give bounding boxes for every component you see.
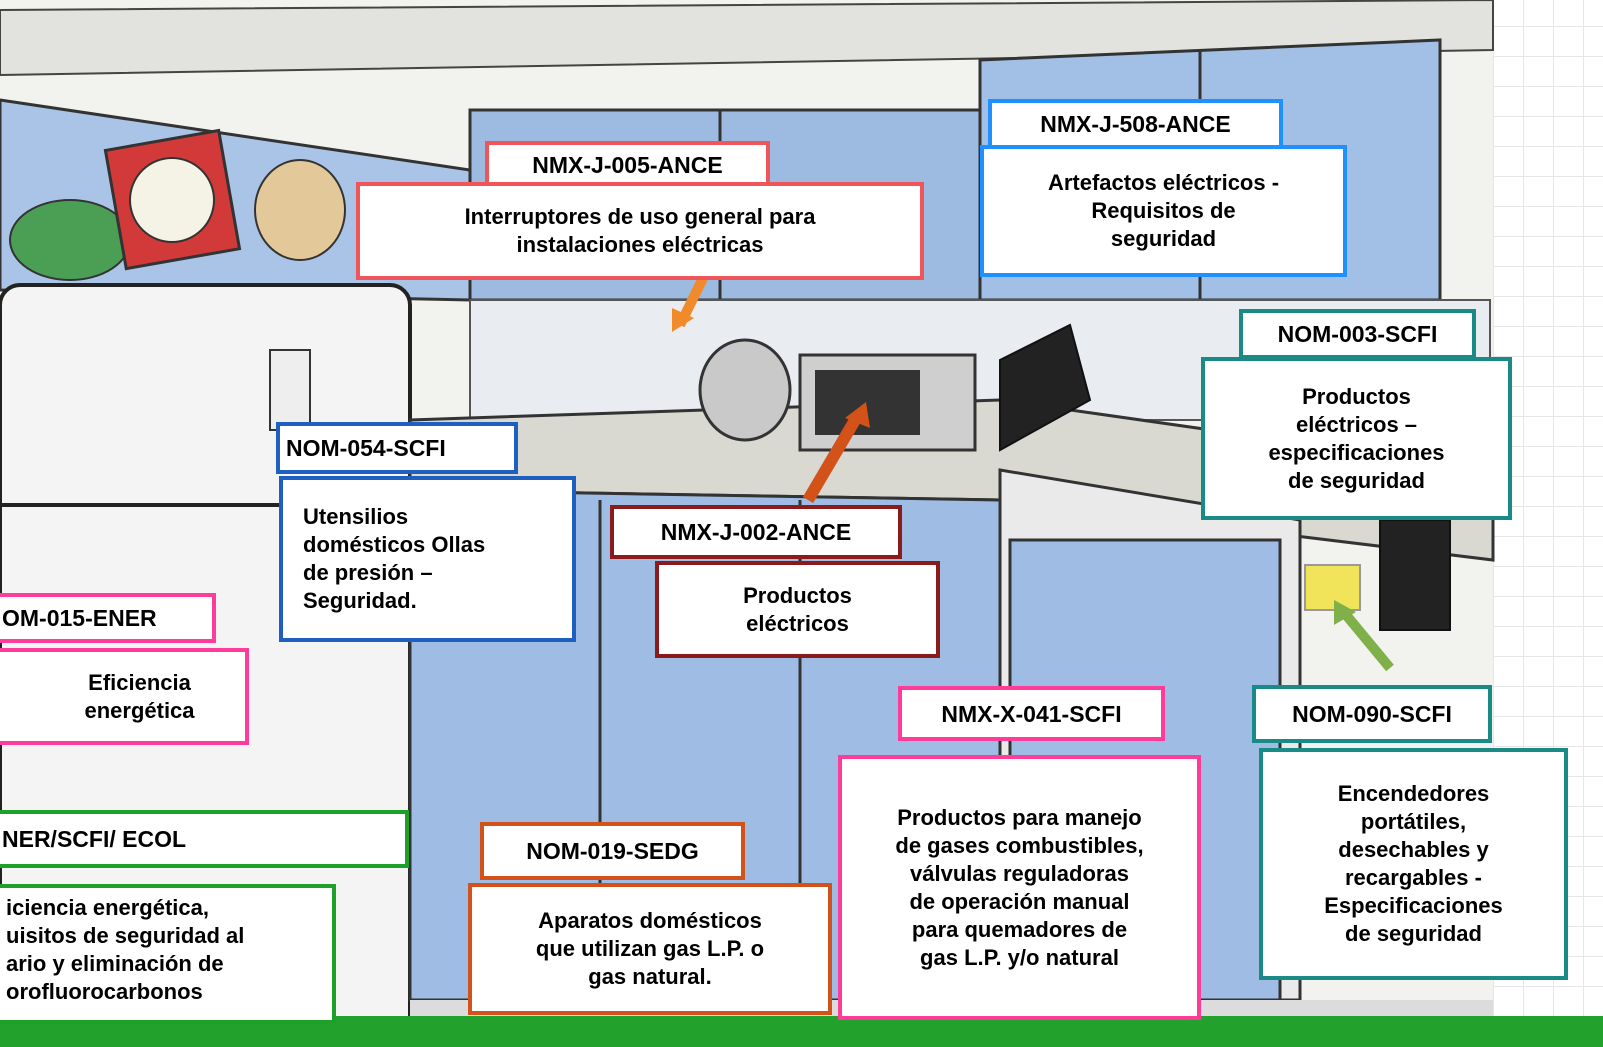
nmx-j-005-desc-label: Interruptores de uso general para instal…	[356, 182, 924, 280]
nom-090-code-label: NOM-090-SCFI	[1252, 685, 1492, 743]
nmx-j-002-desc-label: Productos eléctricos	[655, 561, 940, 658]
ener-scfi-ecol-code-label: NER/SCFI/ ECOL	[0, 810, 409, 868]
nmx-x-041-code-label: NMX-X-041-SCFI	[898, 686, 1165, 741]
nom-019-code-label: NOM-019-SEDG	[480, 822, 745, 880]
nmx-x-041-desc-label: Productos para manejo de gases combustib…	[838, 755, 1201, 1020]
nom-003-desc-label: Productos eléctricos – especificaciones …	[1201, 357, 1512, 520]
nom-003-code-label: NOM-003-SCFI	[1239, 309, 1476, 359]
nom-090-desc-label: Encendedores portátiles, desechables y r…	[1259, 748, 1568, 980]
ener-scfi-ecol-desc-label: iciencia energética, uisitos de segurida…	[0, 884, 336, 1024]
nmx-j-508-code-label: NMX-J-508-ANCE	[988, 99, 1283, 149]
nom-054-desc-label: Utensilios domésticos Ollas de presión –…	[279, 476, 576, 642]
nmx-j-002-code-label: NMX-J-002-ANCE	[610, 505, 902, 559]
nom-054-code-label: NOM-054-SCFI	[276, 422, 518, 474]
nom-015-desc-label: Eficiencia energética	[0, 648, 249, 745]
nom-015-code-label: OM-015-ENER	[0, 593, 216, 643]
nmx-j-508-desc-label: Artefactos eléctricos - Requisitos de se…	[980, 145, 1347, 277]
nom-019-desc-label: Aparatos domésticos que utilizan gas L.P…	[468, 883, 832, 1015]
